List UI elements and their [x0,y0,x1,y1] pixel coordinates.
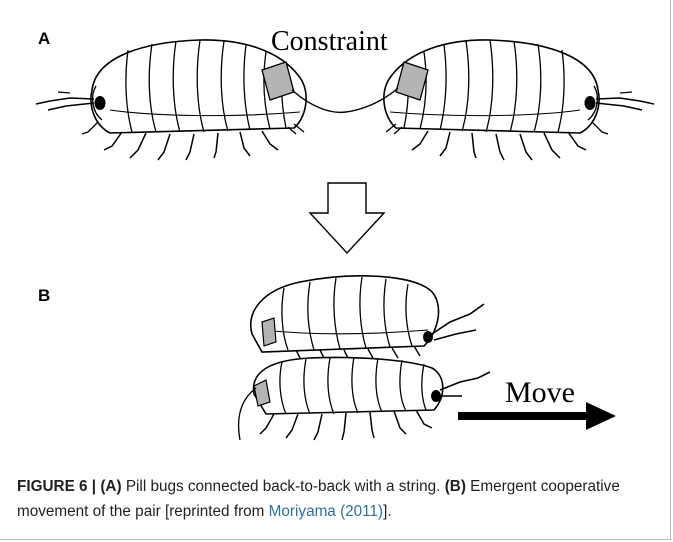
caption-part-b-label: (B) [445,478,466,495]
pill-bug-top [251,276,484,362]
panel-b-label: B [38,286,50,306]
caption-figure-number: FIGURE 6 | [17,478,96,495]
panel-a-label: A [38,29,50,49]
down-arrow-icon [310,183,384,253]
caption-closing-text: ]. [383,503,392,520]
caption-part-a-text: Pill bugs connected back-to-back with a … [122,478,445,495]
constraint-label: Constraint [271,26,388,58]
caption-part-a-label: (A) [100,478,121,495]
figure-caption: FIGURE 6 | (A) Pill bugs connected back-… [17,474,657,524]
move-label: Move [505,376,575,410]
pill-bug-right [384,40,654,160]
pill-bug-left [36,40,306,160]
connecting-string [292,88,398,112]
pill-bug-bottom [239,357,490,440]
citation-link[interactable]: Moriyama (2011) [269,503,383,520]
figure-6: A Constraint B Move [0,0,673,470]
